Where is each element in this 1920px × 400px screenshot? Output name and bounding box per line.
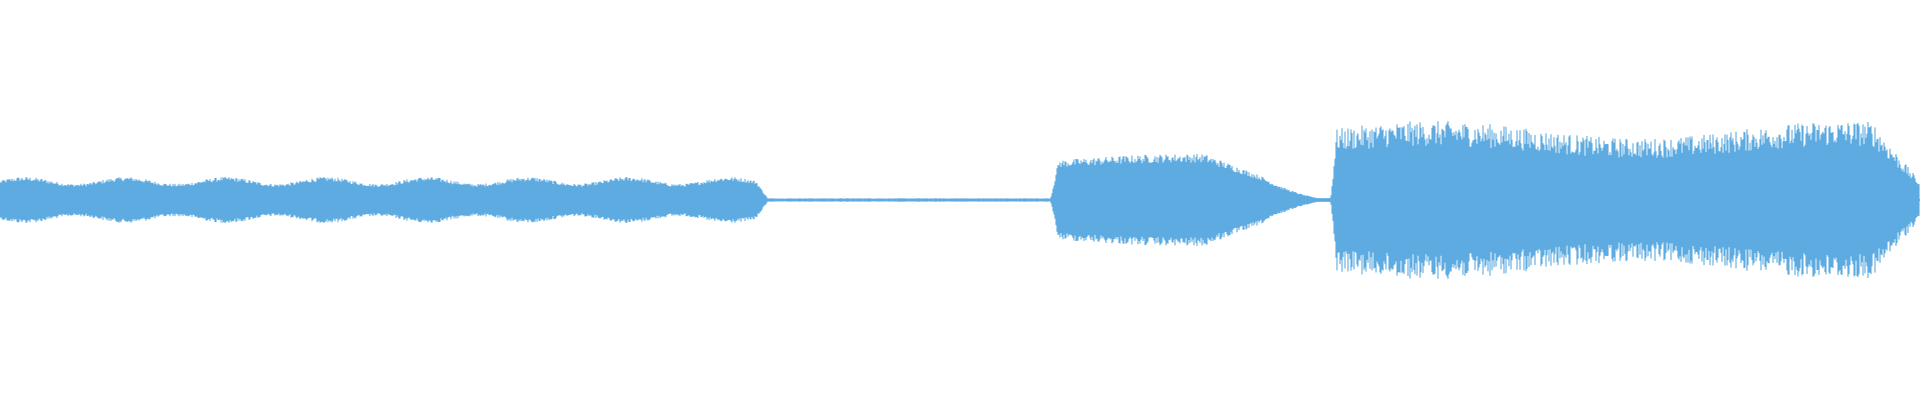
waveform-bars [0, 121, 1920, 279]
waveform-path [0, 121, 1920, 279]
